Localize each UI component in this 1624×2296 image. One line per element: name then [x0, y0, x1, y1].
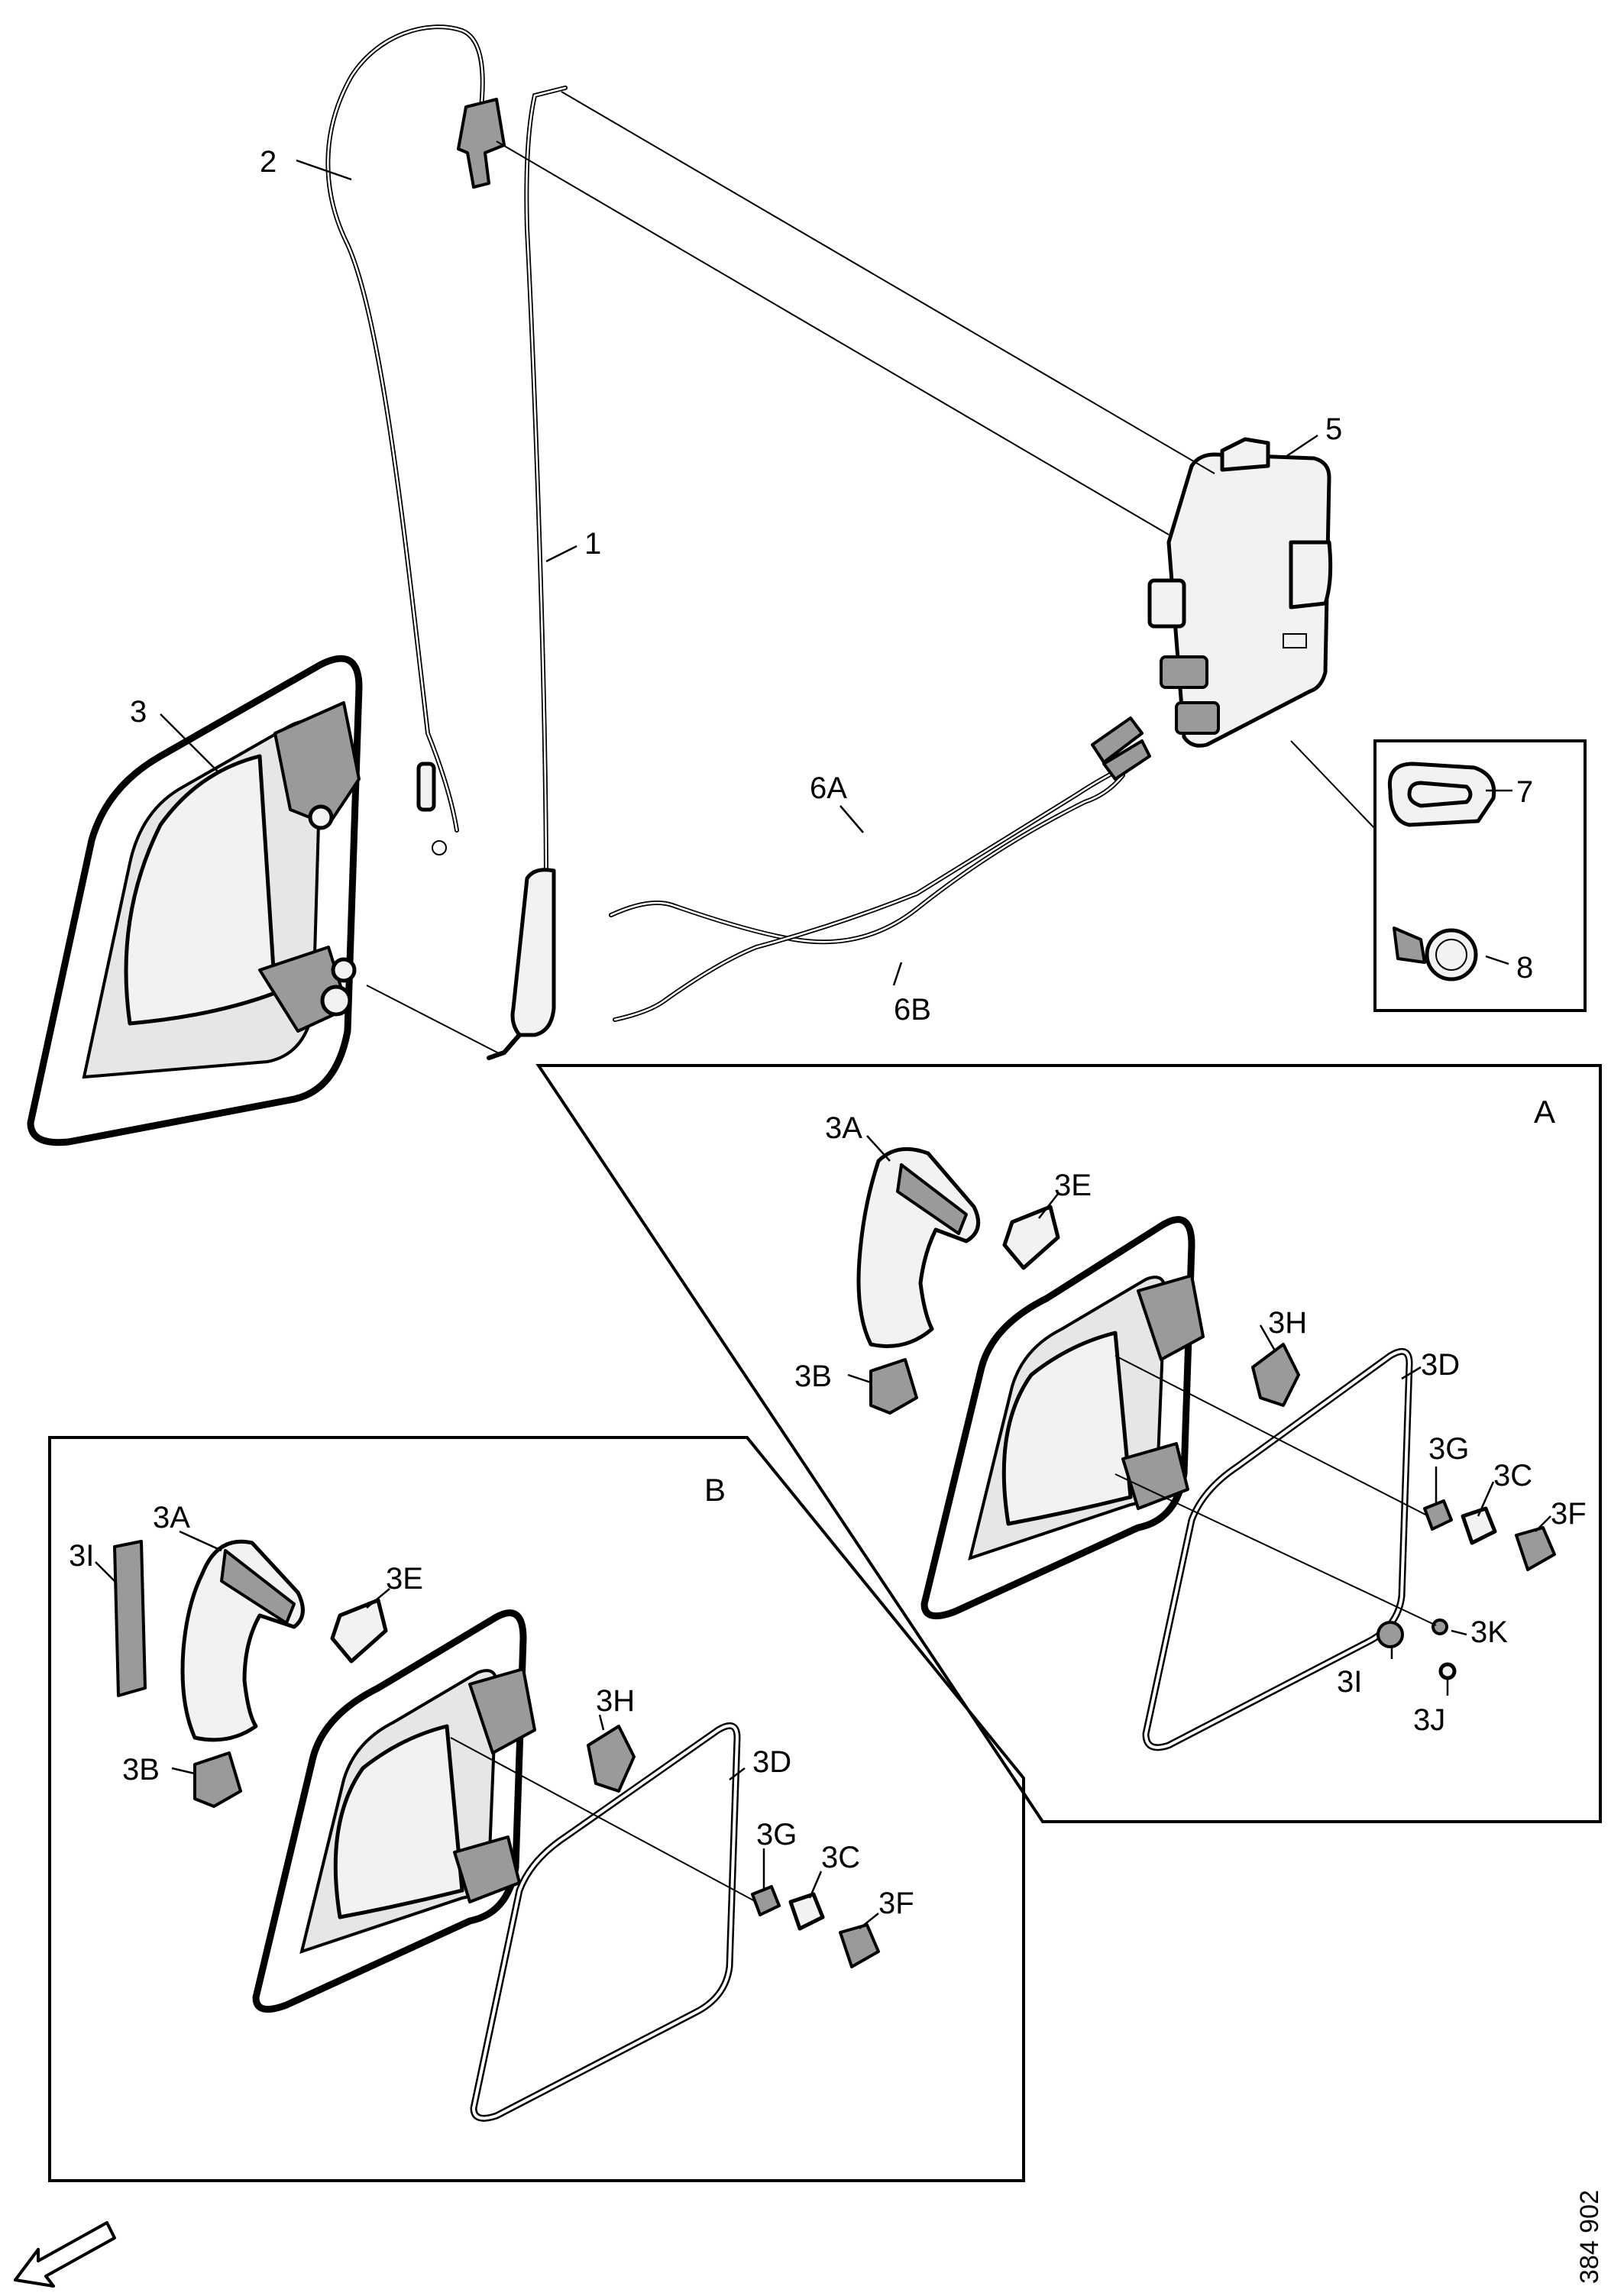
cable-6a	[609, 716, 1144, 945]
callout-a-3f: 3F	[1551, 1497, 1587, 1531]
orientation-arrow-icon	[14, 2221, 116, 2288]
callout-a-3i: 3I	[1337, 1665, 1362, 1699]
callout-6a: 6A	[810, 771, 847, 805]
rod-1	[487, 86, 568, 1060]
callout-a-3d: 3D	[1421, 1348, 1460, 1382]
callout-b-3h: 3H	[596, 1684, 635, 1718]
door-latch-5	[1147, 437, 1333, 748]
reference-number: 384 902	[1575, 2190, 1604, 2284]
callout-b-3g: 3G	[756, 1818, 797, 1851]
callout-a-3j: 3J	[1413, 1703, 1445, 1737]
callout-b-3i: 3I	[69, 1539, 94, 1573]
cable-2	[325, 24, 506, 855]
callout-a-3a: 3A	[825, 1111, 862, 1145]
callout-b-3e: 3E	[386, 1562, 423, 1596]
assembly-lines	[366, 91, 1376, 1055]
callout-1: 1	[584, 527, 601, 561]
callout-5: 5	[1325, 412, 1342, 446]
callout-a-3g: 3G	[1428, 1432, 1469, 1466]
detail-panel-b	[48, 1436, 1025, 2182]
callout-b-3b: 3B	[122, 1753, 160, 1787]
detail-panel-a	[535, 1064, 1602, 1823]
callout-7: 7	[1516, 775, 1533, 809]
panel-a-label: A	[1534, 1094, 1555, 1130]
callout-a-3k: 3K	[1470, 1615, 1508, 1649]
callout-3: 3	[130, 695, 147, 729]
callout-b-3d: 3D	[752, 1745, 791, 1779]
callout-6b: 6B	[894, 993, 931, 1027]
callout-a-3e: 3E	[1054, 1169, 1092, 1202]
callout-labels: 2 1 3 5 6A 6B 7 8 A 3A 3E 3B 3H 3D 3G 3C…	[69, 145, 1587, 1920]
callout-a-3c: 3C	[1493, 1459, 1532, 1492]
callout-b-3f: 3F	[878, 1887, 914, 1920]
callout-b-3a: 3A	[153, 1501, 190, 1534]
callout-b-3c: 3C	[821, 1841, 860, 1874]
panel-b-label: B	[704, 1472, 726, 1508]
callout-2: 2	[260, 145, 277, 179]
callout-a-3h: 3H	[1268, 1306, 1307, 1340]
inner-handle-assembly-3	[27, 655, 363, 1146]
callout-a-3b: 3B	[794, 1360, 832, 1393]
callout-8: 8	[1516, 951, 1533, 985]
leader-lines	[95, 159, 1551, 1929]
inset-7-8	[1373, 739, 1587, 1012]
cable-6b	[613, 739, 1151, 1022]
